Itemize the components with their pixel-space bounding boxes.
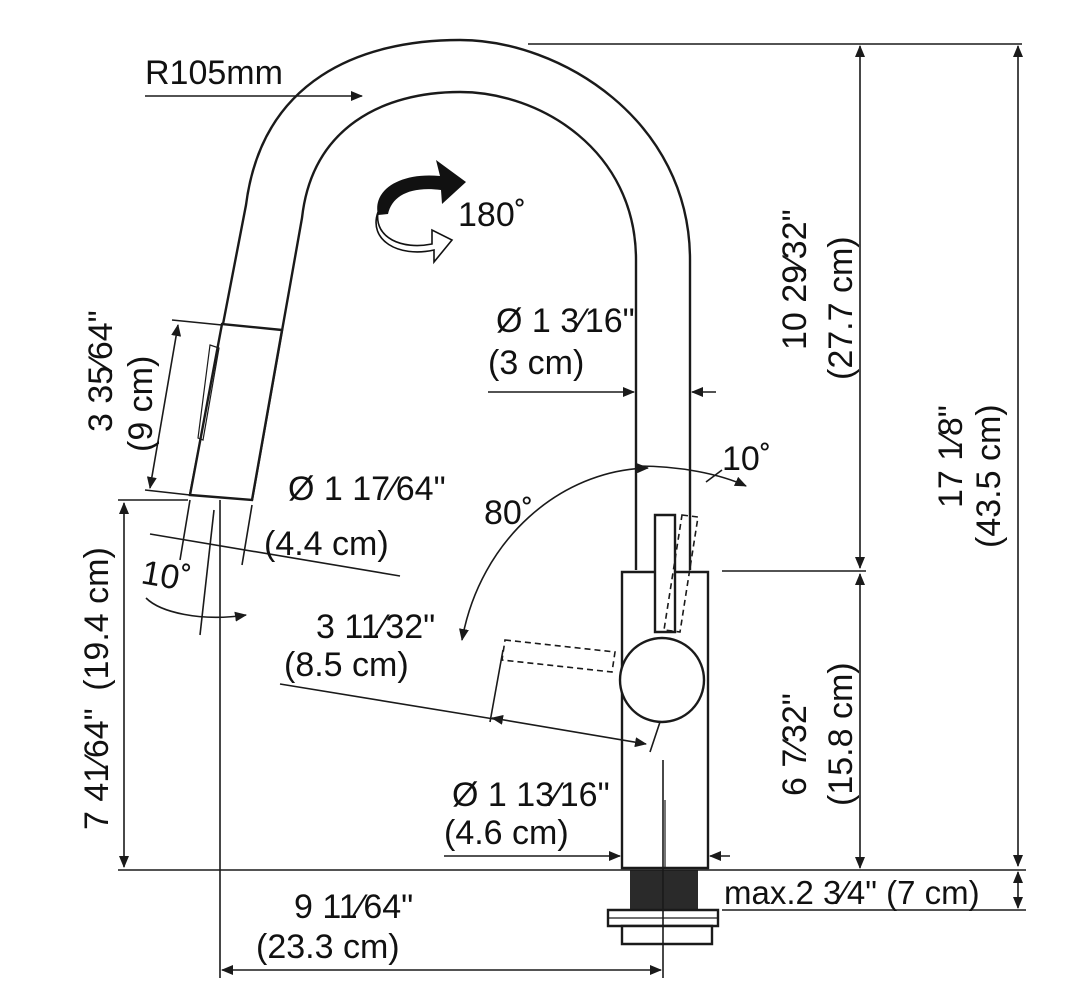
handle-tilted-ghost [663, 514, 699, 633]
faucet-outline [188, 38, 720, 946]
handle-tilt-leader [705, 469, 723, 483]
mounting-nut [620, 924, 714, 946]
spray-tilt-angle-label: 10˚ [139, 553, 194, 599]
handle-tilt-angle-label: 10˚ [722, 440, 771, 478]
spray-dia-ext-right [241, 504, 253, 566]
spray-length-dim [146, 324, 182, 489]
spray-length-ext-bottom [144, 489, 191, 496]
spray-length-label-cm: (9 cm) [122, 356, 160, 452]
spray-head-joint [221, 323, 283, 331]
deck-thickness-label: max.2 3⁄4" (7 cm) [724, 874, 980, 911]
spray-vertical-ref [199, 509, 215, 636]
total-height-label-cm: (43.5 cm) [970, 404, 1008, 548]
spray-dia-label-in: Ø 1 17⁄64" [288, 470, 446, 508]
spray-dia-label-cm: (4.4 cm) [264, 525, 389, 563]
outlet-height-label-in: 7 41⁄64" [78, 708, 116, 830]
swivel-angle-label: 180˚ [458, 196, 526, 234]
spout-dia-label-in: Ø 1 3⁄16" [496, 302, 635, 340]
swivel-arrow-solid [377, 160, 466, 215]
spray-dia-dim [149, 533, 401, 577]
base-height-label-in: 6 7⁄32" [776, 693, 814, 796]
handle-length-ext-right [649, 721, 661, 753]
radius-label: R105mm [145, 54, 283, 92]
dimension-lines [118, 43, 1026, 978]
handle-length-ext-left [489, 649, 504, 723]
swivel-arrow-outline [375, 211, 454, 265]
outlet-height-label: 7 41⁄64" (19.4 cm) [78, 547, 116, 830]
spray-tilt-arc [145, 597, 247, 622]
spout-dia-label-cm: (3 cm) [488, 344, 584, 382]
swivel-indicator [375, 160, 466, 265]
handle-length-leader [279, 683, 501, 721]
spout-inner-edge [250, 90, 638, 570]
handle-tilt-arc [637, 465, 747, 487]
mounting-shank [630, 870, 698, 910]
handle-swing-arc [459, 463, 649, 641]
spout-height-label-cm: (27.7 cm) [822, 236, 860, 380]
reach-label-cm: (23.3 cm) [256, 928, 400, 966]
reach-label-in: 9 11⁄64" [294, 888, 413, 926]
spray-length-label-in: 3 35⁄64" [82, 310, 120, 432]
spout-height-label-in: 10 29⁄32" [776, 209, 814, 350]
base-dia-label-in: Ø 1 13⁄16" [452, 776, 610, 814]
total-height-label-in: 17 1⁄8" [932, 405, 970, 508]
handle-hub [618, 636, 706, 724]
handle-length-label-in: 3 11⁄32" [316, 608, 435, 646]
outlet-height-label-cm: (19.4 cm) [78, 547, 116, 691]
handle-length-label-cm: (8.5 cm) [284, 646, 409, 684]
dimension-labels: R105mm 180˚ Ø 1 3⁄16" (3 cm) 10˚ 80˚ Ø 1… [78, 54, 1008, 966]
base-height-label-cm: (15.8 cm) [822, 662, 860, 806]
handle-upright [653, 513, 677, 634]
base-dia-label-cm: (4.6 cm) [444, 814, 569, 852]
handle-swing-angle-label: 80˚ [484, 494, 533, 532]
spray-dia-ext-left [179, 499, 191, 561]
spray-length-ext-top [171, 319, 223, 326]
spray-button [197, 344, 220, 441]
handle-length-dim [491, 714, 647, 748]
handle-swung-ghost [501, 639, 616, 673]
